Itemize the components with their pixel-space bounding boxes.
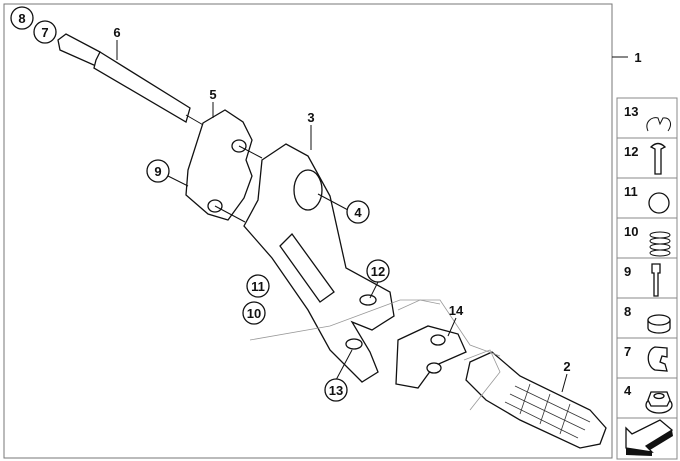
callout-13[interactable]: 13 [324, 378, 348, 402]
side-item-4[interactable]: 4 [624, 383, 673, 414]
arrow-icon [625, 419, 674, 456]
callout-11[interactable]: 11 [246, 274, 270, 298]
shaft-part-6 [57, 33, 206, 127]
callout-7[interactable]: 7 [33, 20, 57, 44]
callout-label: 2 [563, 359, 570, 374]
side-item-8[interactable]: 8 [624, 304, 671, 334]
side-item-label: 8 [624, 304, 631, 319]
clip-icon [647, 346, 668, 372]
side-item-label: 13 [624, 104, 638, 119]
callout-label: 14 [449, 303, 464, 318]
hinge-part-14 [395, 325, 467, 389]
callout-9[interactable]: 9 [146, 159, 170, 183]
callout-label: 8 [18, 11, 25, 26]
bracket-part-3 [243, 143, 395, 383]
callout-8[interactable]: 8 [10, 6, 34, 30]
footpeg-part-2 [465, 351, 607, 449]
screw-icon [651, 263, 661, 297]
callout-3[interactable]: 3 [307, 110, 314, 125]
side-item-7[interactable]: 7 [624, 344, 668, 372]
spring-icon [649, 231, 671, 257]
callout-1[interactable]: 1 [634, 50, 641, 65]
circlip-icon [646, 117, 671, 132]
main-frame [3, 3, 613, 459]
callout-label: 5 [209, 87, 216, 102]
side-item-9[interactable]: 9 [624, 263, 661, 297]
callout-label: 4 [354, 205, 362, 220]
callout-label: 11 [251, 279, 265, 294]
ball-icon [648, 192, 670, 214]
side-item-label: 4 [624, 383, 632, 398]
callout-label: 6 [113, 25, 120, 40]
side-item-12[interactable]: 12 [624, 142, 667, 175]
callout-label: 12 [371, 264, 385, 279]
callout-14[interactable]: 14 [449, 303, 464, 318]
callout-label: 10 [247, 306, 261, 321]
pin-icon [649, 142, 667, 175]
callout-6[interactable]: 6 [113, 25, 120, 40]
callout-label: 7 [41, 25, 48, 40]
side-item-label: 9 [624, 264, 631, 279]
clamp-block-part-5 [185, 109, 263, 223]
side-item-label: 11 [624, 184, 638, 199]
callout-5[interactable]: 5 [209, 87, 216, 102]
callout-label: 3 [307, 110, 314, 125]
side-item-label: 10 [624, 224, 638, 239]
callout-label: 9 [154, 164, 161, 179]
callout-12[interactable]: 12 [366, 259, 390, 283]
bushing-icon [647, 314, 671, 334]
callout-label: 13 [329, 383, 343, 398]
callout-10[interactable]: 10 [242, 301, 266, 325]
callout-2[interactable]: 2 [563, 359, 570, 374]
callout-4[interactable]: 4 [346, 200, 370, 224]
callout-label: 1 [634, 50, 641, 65]
side-item-11[interactable]: 11 [624, 184, 670, 214]
side-item-13[interactable]: 13 [624, 104, 671, 132]
side-item-arrow[interactable] [625, 419, 674, 456]
side-item-label: 7 [624, 344, 631, 359]
side-item-label: 12 [624, 144, 638, 159]
nut-icon [645, 391, 673, 414]
side-item-10[interactable]: 10 [624, 224, 671, 257]
side-panel: 13 12 11 10 9 8 [616, 97, 678, 460]
